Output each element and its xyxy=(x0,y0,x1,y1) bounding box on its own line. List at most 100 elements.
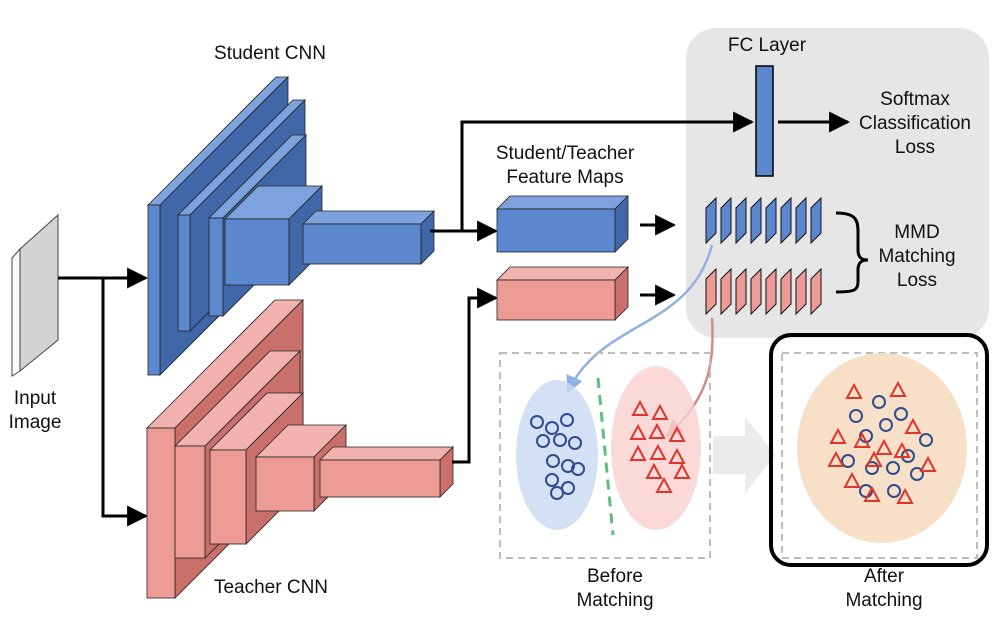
after-circles-6 xyxy=(919,433,933,447)
student-channel-2 xyxy=(720,196,732,245)
before-circles-1 xyxy=(530,415,544,429)
fc-layer-bar xyxy=(755,65,774,177)
after-triangles-2 xyxy=(889,380,907,397)
after-circles-3 xyxy=(894,407,908,421)
student-channel-4 xyxy=(750,196,762,245)
after-triangles-4 xyxy=(853,431,871,448)
before-triangles-10 xyxy=(673,462,691,479)
teacher-channel-8 xyxy=(810,267,822,316)
before-circles-7 xyxy=(546,454,560,468)
student-channel-3 xyxy=(735,196,747,245)
input-label-line2: Image xyxy=(8,412,62,433)
before-circles-6 xyxy=(568,436,582,450)
input-arrows xyxy=(58,267,149,527)
after-triangles-7 xyxy=(875,438,893,455)
after-triangles-9 xyxy=(865,450,883,467)
after-circles-2 xyxy=(872,395,886,409)
teacher-cnn-label: Teacher CNN xyxy=(213,577,329,598)
after-circles-1 xyxy=(849,409,863,423)
before-matching-panel xyxy=(499,352,711,559)
merged-cluster-ellipse xyxy=(797,353,967,543)
teacher-cnn-block-5 xyxy=(319,446,454,498)
before-triangles-8 xyxy=(668,447,686,464)
before-circles-4 xyxy=(536,434,550,448)
before-circles-12 xyxy=(550,486,564,500)
after-circle-markers xyxy=(841,395,933,498)
after-triangles-1 xyxy=(845,382,863,399)
mmd-brace xyxy=(835,211,869,294)
mmd-label-line1: MMD xyxy=(894,222,940,243)
mmd-label-line2: Matching xyxy=(878,246,956,267)
teacher-channel-stack xyxy=(705,267,822,316)
after-triangles-6 xyxy=(893,441,911,458)
before-circles-10 xyxy=(561,481,575,495)
before-label-line2: Matching xyxy=(576,590,654,611)
teacher-channel-4 xyxy=(750,267,762,316)
teacher-channel-5 xyxy=(765,267,777,316)
teacher-channel-6 xyxy=(780,267,792,316)
before-triangles-3 xyxy=(629,423,647,440)
softmax-label-line1: Softmax xyxy=(880,89,950,110)
after-label-line2: Matching xyxy=(845,590,923,611)
feature-maps-label: Student/Teacher Feature Maps xyxy=(480,142,650,190)
teacher-channel-1 xyxy=(705,267,717,316)
after-circles-5 xyxy=(879,418,893,432)
input-image xyxy=(11,213,59,377)
before-triangles-2 xyxy=(651,403,669,420)
softmax-loss-label: Softmax Classification Loss xyxy=(850,88,980,160)
after-triangles-5 xyxy=(904,417,922,434)
before-triangles-1 xyxy=(631,399,649,416)
feature-map-boxes xyxy=(496,195,629,321)
after-triangles-11 xyxy=(863,485,881,502)
teacher-feature-map xyxy=(496,266,629,321)
softmax-label-line3: Loss xyxy=(894,137,936,158)
teacher-channel-7 xyxy=(795,267,807,316)
before-label-line1: Before xyxy=(587,566,643,587)
student-channel-5 xyxy=(765,196,777,245)
before-circles-8 xyxy=(561,459,575,473)
before-circles-2 xyxy=(545,421,559,435)
after-circles-12 xyxy=(859,484,873,498)
mmd-loss-label: MMD Matching Loss xyxy=(862,221,972,293)
feature-maps-label-line2: Feature Maps xyxy=(506,167,624,188)
feature-arrows xyxy=(430,111,851,464)
student-cnn-stack xyxy=(147,76,435,376)
input-label-line1: Input xyxy=(13,388,57,409)
after-triangles-13 xyxy=(827,450,845,467)
before-triangles-4 xyxy=(648,422,666,439)
transition-arrow xyxy=(713,417,776,493)
after-circles-8 xyxy=(865,461,879,475)
student-cnn-label: Student CNN xyxy=(214,43,326,64)
before-circles-11 xyxy=(571,462,585,476)
student-feature-map xyxy=(496,195,629,253)
after-circles-11 xyxy=(910,467,924,481)
student-channel-6 xyxy=(780,196,792,245)
student-cnn-block-5 xyxy=(302,210,435,265)
after-triangles-8 xyxy=(919,455,937,472)
student-channel-stack xyxy=(705,196,822,245)
teacher-cnn-stack xyxy=(146,299,454,599)
after-matching-frame xyxy=(769,333,989,567)
after-circles-7 xyxy=(841,454,855,468)
student-channel-7 xyxy=(795,196,807,245)
after-triangle-markers xyxy=(827,380,937,504)
before-circle-markers xyxy=(530,413,585,500)
before-triangles-6 xyxy=(629,444,647,461)
after-circles-9 xyxy=(886,461,900,475)
after-matching-panel xyxy=(781,352,978,559)
student-channel-8 xyxy=(810,196,822,245)
before-triangle-markers xyxy=(629,399,691,493)
before-triangles-5 xyxy=(668,425,686,442)
before-circles-9 xyxy=(545,473,559,487)
before-triangles-7 xyxy=(649,443,667,460)
after-triangles-12 xyxy=(896,487,914,504)
teacher-channel-2 xyxy=(720,267,732,316)
after-triangles-3 xyxy=(829,427,847,444)
student-cluster-ellipse xyxy=(516,380,598,530)
after-matching-label: After Matching xyxy=(829,565,939,613)
softmax-label-line2: Classification xyxy=(859,113,971,134)
before-circles-3 xyxy=(560,413,574,427)
after-circles-13 xyxy=(887,484,901,498)
